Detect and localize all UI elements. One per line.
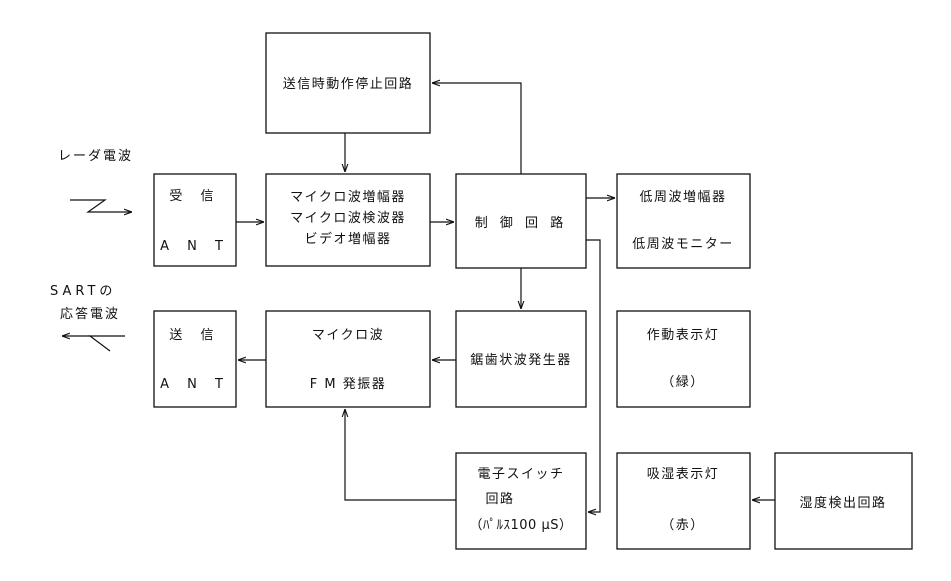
sart-response-label-1: SARTの (50, 284, 116, 299)
control-circuit-block: 制 御 回 路 (455, 173, 587, 269)
arrow-control-to-switch (586, 239, 601, 512)
sawtooth-generator-block: 鋸歯状波発生器 (455, 310, 587, 408)
microwave-amp-label-3: ビデオ増幅器 (304, 231, 391, 247)
operation-lamp-label-1: 作動表示灯 (647, 328, 720, 343)
microwave-amp-label-2: マイクロ波検波器 (290, 211, 406, 226)
fm-oscillator-block: マイクロ波 F M 発振器 (265, 310, 431, 408)
fm-oscillator-label-1: マイクロ波 (312, 328, 384, 343)
microwave-amp-label-1: マイクロ波増幅器 (290, 190, 406, 205)
tx-ant-block: 送 信 A N T (153, 310, 237, 408)
rx-ant-label-2: A N T (160, 239, 230, 254)
tx-ant-label-1: 送 信 (169, 328, 220, 343)
operation-lamp-label-2: （緑） (661, 375, 705, 390)
radar-wave-label: レーダ電波 (58, 149, 133, 164)
lf-amp-label-2: 低周波モニター (632, 237, 734, 252)
arrow-switch-to-fm-osc (345, 409, 456, 501)
moisture-lamp-label-2: （赤） (661, 518, 705, 533)
tx-stop-circuit-block: 送信時動作停止回路 (265, 32, 431, 134)
tx-ant-label-2: A N T (160, 377, 230, 392)
sawtooth-generator-label: 鋸歯状波発生器 (470, 353, 572, 368)
moisture-lamp-label-1: 吸湿表示灯 (647, 467, 720, 482)
arrow-control-to-tx-stop (432, 83, 522, 174)
electronic-switch-label-1: 電子スイッチ (477, 467, 564, 482)
electronic-switch-label-3: （ﾊﾟﾙｽ100 μS） (470, 518, 573, 533)
rx-ant-block: 受 信 A N T (153, 173, 237, 267)
electronic-switch-block: 電子スイッチ 回路 （ﾊﾟﾙｽ100 μS） (455, 452, 587, 550)
humidity-detector-block: 湿度検出回路 (774, 452, 913, 550)
electronic-switch-label-2: 回路 (485, 491, 514, 507)
microwave-amp-block: マイクロ波増幅器 マイクロ波検波器 ビデオ増幅器 (265, 173, 431, 267)
moisture-lamp-block: 吸湿表示灯 （赤） (616, 452, 751, 550)
lf-amp-label-1: 低周波増幅器 (639, 190, 726, 205)
tx-stop-circuit-label: 送信時動作停止回路 (283, 76, 414, 92)
rx-ant-label-1: 受 信 (169, 189, 220, 204)
incoming-wave-symbol (70, 199, 107, 213)
outgoing-wave-symbol (88, 335, 125, 352)
lf-amp-block: 低周波増幅器 低周波モニター (616, 173, 751, 269)
sart-response-label-2: 応答電波 (60, 306, 120, 322)
humidity-detector-label: 湿度検出回路 (799, 495, 886, 511)
control-circuit-label: 制 御 回 路 (475, 215, 567, 231)
operation-lamp-block: 作動表示灯 （緑） (616, 310, 751, 408)
fm-oscillator-label-2: F M 発振器 (310, 377, 386, 392)
